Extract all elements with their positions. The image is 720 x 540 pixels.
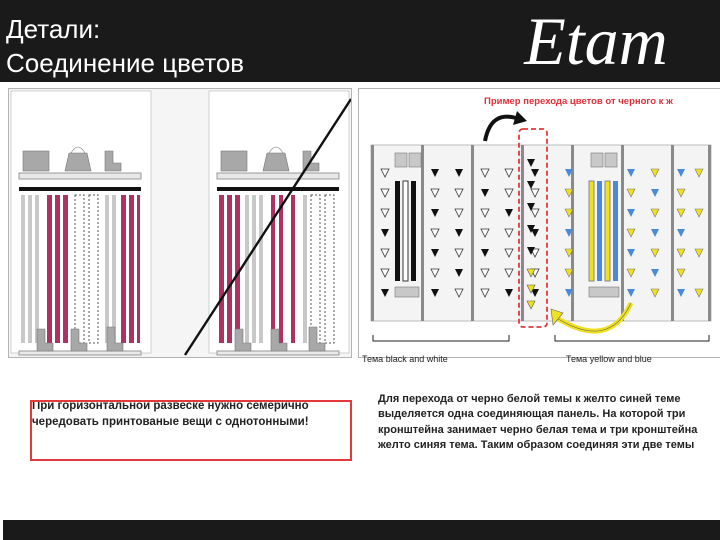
page-title-line-1: Детали: xyxy=(6,14,101,44)
yellow-arrow-outline xyxy=(554,302,632,332)
shelf-top-left xyxy=(18,172,142,180)
left-note-highlight-box xyxy=(30,400,352,461)
black-arrow-head xyxy=(513,111,527,125)
wall-bays-drawing xyxy=(10,90,351,356)
yb-theme-bracket xyxy=(554,335,710,342)
top-products xyxy=(22,146,320,172)
wall-uprights xyxy=(371,145,711,321)
shelf-bottom-left xyxy=(18,350,142,356)
yb-theme-hangers xyxy=(564,152,704,298)
transition-drawing xyxy=(370,111,712,342)
header-bar xyxy=(0,0,720,82)
page-title-line-2: Соединение цветов xyxy=(6,48,245,78)
strike-line xyxy=(183,98,351,356)
bw-theme-bracket xyxy=(372,335,510,342)
shelf-top-right xyxy=(216,172,340,180)
shelf-bottom-right xyxy=(216,350,340,356)
garments-left xyxy=(21,194,140,344)
theme-yb-label: Тема yellow and blue xyxy=(566,354,652,364)
bottom-shelf-items xyxy=(394,286,620,298)
color-transition-illustration xyxy=(358,88,720,358)
bw-theme-hangers xyxy=(380,152,540,298)
theme-bw-label: Тема black and white xyxy=(362,354,448,364)
etam-logo-text: Etam xyxy=(523,3,668,79)
rail-left xyxy=(19,187,141,191)
transition-highlight-box xyxy=(518,128,548,328)
footer-tick xyxy=(0,520,3,540)
bottom-products xyxy=(36,326,326,352)
garments-right xyxy=(219,194,335,344)
transition-example-title: Пример перехода цветов от черного к ж xyxy=(484,96,673,107)
black-curved-arrow xyxy=(483,114,520,142)
left-wall-illustration xyxy=(8,88,352,358)
etam-logo: Etam xyxy=(523,3,668,79)
footer-bar xyxy=(0,520,720,540)
rail-right xyxy=(217,187,339,191)
transition-column-hangers xyxy=(526,159,536,310)
yellow-arrow-head xyxy=(550,308,564,326)
right-note-text: Для перехода от черно белой темы к желто… xyxy=(378,393,698,452)
left-note-text: При горизонтальной развеске нужно семери… xyxy=(32,400,309,428)
